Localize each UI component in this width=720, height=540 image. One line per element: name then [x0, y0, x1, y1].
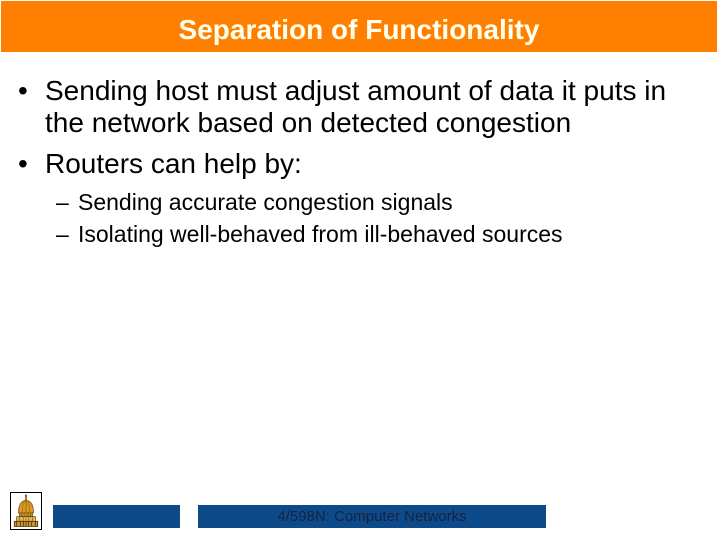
dash-marker: – — [56, 221, 69, 247]
sub-bullet-item: – Isolating well-behaved from ill-behave… — [0, 218, 692, 250]
bullet-item: • Routers can help by: — [0, 148, 692, 180]
footer-course-label: 4/598N: Computer Networks — [277, 508, 467, 525]
bullet-marker: • — [18, 75, 28, 106]
slide-title: Separation of Functionality — [178, 14, 540, 45]
bullet-marker: • — [18, 148, 28, 179]
bullet-item: • Sending host must adjust amount of dat… — [0, 75, 692, 139]
footer-bar-left — [53, 505, 180, 528]
sub-bullet-text: Sending accurate congestion signals — [78, 189, 453, 215]
bullet-text: Routers can help by: — [45, 148, 302, 179]
sub-bullet-text: Isolating well-behaved from ill-behaved … — [78, 221, 563, 247]
footer-bar-main: 4/598N: Computer Networks — [198, 505, 546, 528]
notre-dame-dome-logo — [10, 492, 42, 530]
slide-title-bar: Separation of Functionality — [1, 1, 717, 52]
slide-body: • Sending host must adjust amount of dat… — [0, 75, 692, 250]
bullet-text: Sending host must adjust amount of data … — [45, 75, 667, 138]
sub-bullet-list: – Sending accurate congestion signals – … — [0, 186, 692, 250]
sub-bullet-item: – Sending accurate congestion signals — [0, 186, 692, 218]
dash-marker: – — [56, 189, 69, 215]
golden-dome-icon — [13, 494, 39, 527]
